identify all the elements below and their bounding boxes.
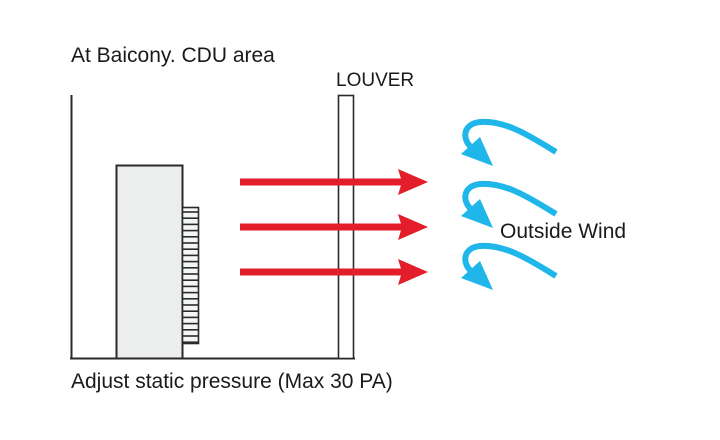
airflow-arrow xyxy=(240,259,428,285)
wind-arrow xyxy=(461,118,558,166)
airflow-arrow xyxy=(240,214,428,240)
cdu-fins xyxy=(181,206,200,345)
airflow-arrows xyxy=(240,169,428,285)
wind-arrow xyxy=(461,242,558,290)
outside-wind-label: Outside Wind xyxy=(500,220,627,243)
wind-arrow xyxy=(461,180,558,228)
airflow-arrow xyxy=(240,169,428,195)
wind-arrows xyxy=(461,118,558,290)
static-pressure-caption: Adjust static pressure (Max 30 PA) xyxy=(71,370,393,393)
louver-label: LOUVER xyxy=(336,70,415,91)
cdu-unit xyxy=(115,164,184,360)
diagram-title: At Baicony. CDU area xyxy=(71,44,275,67)
